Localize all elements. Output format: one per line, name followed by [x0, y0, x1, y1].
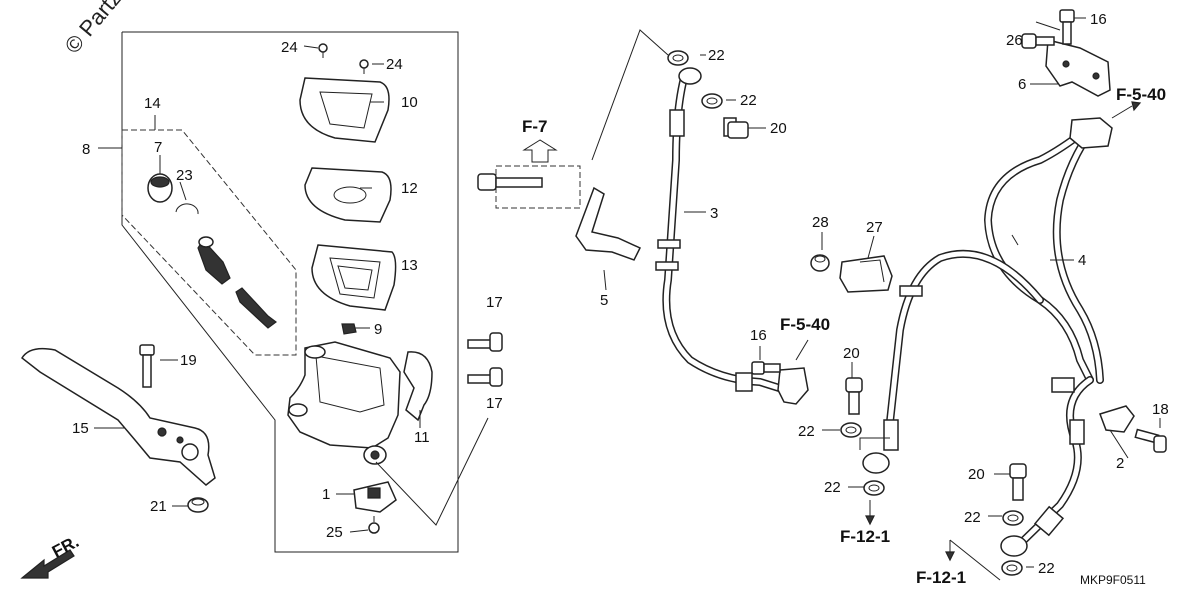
screw-24-a: [318, 43, 328, 58]
reference-labels: F-7 F-5-40 F-5-40 F-12-1 F-12-1 FR. MKP9…: [49, 85, 1166, 587]
ref-f121-left: F-12-1: [840, 527, 890, 546]
nut-28: [810, 254, 830, 272]
callout-6: 6: [1018, 76, 1026, 93]
callout-22e: 22: [964, 509, 981, 526]
reservoir-cap: [299, 77, 390, 143]
bolt-18: [1134, 428, 1167, 453]
washer-22-e: [1002, 510, 1024, 526]
front-arrow: [20, 549, 75, 579]
front-label: FR.: [49, 532, 82, 562]
clip-2: [1099, 405, 1135, 433]
piston: [197, 236, 231, 285]
callout-17b: 17: [486, 395, 503, 412]
callout-23: 23: [176, 167, 193, 184]
brake-hose-4: [983, 117, 1113, 384]
callout-3: 3: [710, 205, 718, 222]
brake-hose-3: [655, 67, 796, 396]
callout-12: 12: [401, 180, 418, 197]
washer-22-c: [840, 422, 862, 438]
watermark: © Partzilla: [60, 0, 144, 58]
callout-22f: 22: [1038, 560, 1055, 577]
ref-f540-top: F-5-40: [1116, 85, 1166, 104]
banjo-bolt-f7: [477, 173, 543, 191]
piston-kit-frame: [121, 129, 297, 356]
callouts: 24 24 10 12 13 9 14 8 7 23 19 15 21 1 25…: [72, 11, 1169, 577]
callout-8: 8: [82, 141, 90, 158]
bolt-17-a: [467, 332, 503, 352]
callout-24a: 24: [281, 39, 298, 56]
callout-19: 19: [180, 352, 197, 369]
bolt-17-b: [467, 367, 503, 387]
diaphragm: [311, 244, 397, 311]
nut-21: [187, 497, 209, 513]
hose-clamp-f540: [777, 367, 809, 405]
callout-22b: 22: [740, 92, 757, 109]
ref-f540-mid: F-5-40: [780, 315, 830, 334]
brake-hose-lower-left: [862, 249, 1044, 474]
clamp-27: [839, 255, 893, 293]
callout-2: 2: [1116, 455, 1124, 472]
callout-15: 15: [72, 420, 89, 437]
callout-11: 11: [414, 429, 430, 446]
bolt-20-a: [723, 117, 749, 139]
screw-24-b: [359, 59, 369, 74]
bolt-26: [1021, 33, 1055, 49]
spring: [235, 287, 277, 329]
washer-22-a: [667, 50, 689, 66]
washer-22-d: [863, 480, 885, 496]
callout-22d: 22: [824, 479, 841, 496]
circlip: [175, 203, 199, 215]
callout-18: 18: [1152, 401, 1169, 418]
callout-20c: 20: [968, 466, 985, 483]
callout-28: 28: [812, 214, 829, 231]
stay-bracket: [575, 186, 642, 261]
washer-22-b: [701, 93, 723, 109]
diagram-code: MKP9F0511: [1080, 573, 1146, 587]
callout-7: 7: [154, 139, 162, 156]
callout-27: 27: [866, 219, 883, 236]
boot: [147, 173, 173, 203]
callout-9: 9: [374, 321, 382, 338]
callout-22c: 22: [798, 423, 815, 440]
brake-lever: [21, 347, 216, 486]
callout-25: 25: [326, 524, 343, 541]
callout-5: 5: [600, 292, 608, 309]
bolt-9: [341, 323, 357, 335]
callout-13: 13: [401, 257, 418, 274]
callout-20a: 20: [770, 120, 787, 137]
bolt-16-mid: [751, 361, 781, 375]
ref-f7: F-7: [522, 117, 548, 136]
bolt-16-top: [1059, 9, 1075, 45]
screw-25: [368, 516, 380, 534]
callout-21: 21: [150, 498, 167, 515]
brake-switch: [353, 481, 397, 513]
master-cylinder-frame: [121, 31, 459, 553]
f7-arrow: [495, 139, 581, 209]
callout-1: 1: [322, 486, 330, 503]
callout-24b: 24: [386, 56, 403, 73]
leader-lines: [94, 17, 1161, 568]
callout-26: 26: [1006, 32, 1023, 49]
bolt-20-c: [1009, 463, 1027, 501]
callout-17a: 17: [486, 294, 503, 311]
callout-20b: 20: [843, 345, 860, 362]
callout-10: 10: [401, 94, 418, 111]
callout-22a: 22: [708, 47, 725, 64]
brake-hose-lower-right: [1000, 376, 1094, 557]
callout-4: 4: [1078, 252, 1086, 269]
callout-16b: 16: [750, 327, 767, 344]
washer-22-f: [1001, 560, 1023, 576]
callout-16a: 16: [1090, 11, 1107, 28]
pivot-bolt: [139, 344, 155, 388]
master-cylinder-body: [287, 341, 401, 465]
holder: [403, 351, 433, 422]
hose-bracket-6: [1045, 39, 1111, 97]
bolt-20-b: [845, 377, 863, 415]
diaphragm-plate: [304, 167, 392, 223]
ref-f121-right: F-12-1: [916, 568, 966, 587]
callout-14: 14: [144, 95, 161, 112]
